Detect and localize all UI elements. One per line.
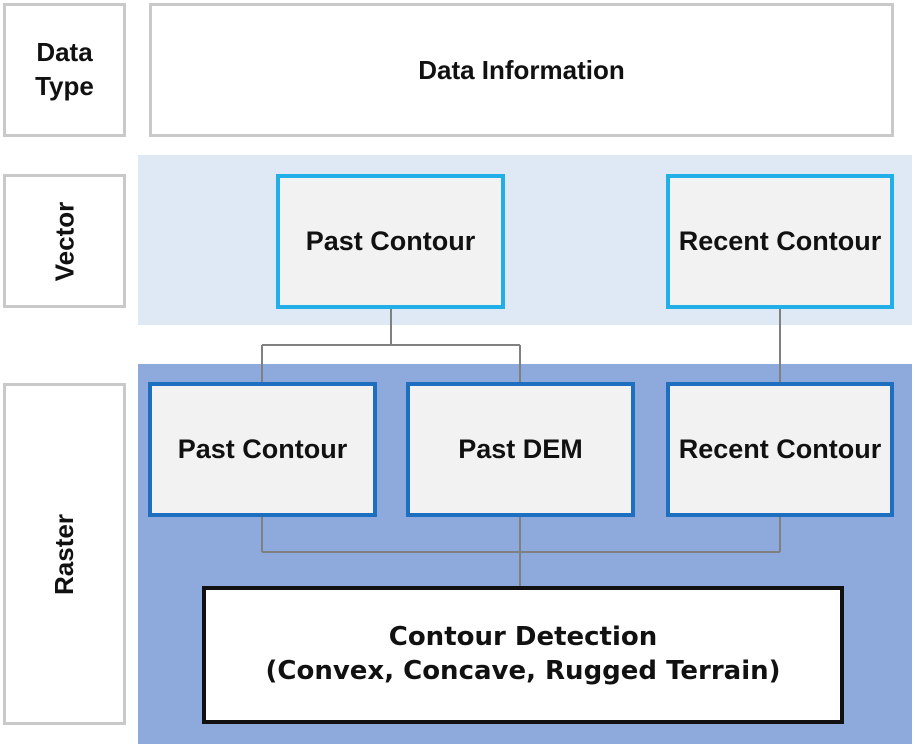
data-type-header: Data Type <box>3 3 126 137</box>
contour-detection-node: Contour Detection (Convex, Concave, Rugg… <box>202 586 844 724</box>
raster-past-dem-node: Past DEM <box>406 382 635 517</box>
vector-past-contour-label: Past Contour <box>305 226 476 256</box>
raster-past-contour-label: Past Contour <box>177 434 348 464</box>
vector-recent-contour-label: Recent Contour <box>678 226 882 256</box>
raster-past-dem-label: Past DEM <box>458 434 583 464</box>
data-type-line1: Data <box>36 37 93 68</box>
vector-recent-contour-node: Recent Contour <box>666 174 894 309</box>
data-type-line2: Type <box>35 71 94 101</box>
data-information-header: Data Information <box>149 3 894 137</box>
raster-recent-contour-label: Recent Contour <box>678 434 882 464</box>
vector-past-contour-node: Past Contour <box>276 174 505 309</box>
contour-detection-title: Contour Detection <box>388 622 658 653</box>
raster-past-contour-node: Past Contour <box>148 382 377 517</box>
raster-row-label: Raster <box>3 383 126 725</box>
vector-row-label: Vector <box>3 174 126 308</box>
contour-detection-subtitle: (Convex, Concave, Rugged Terrain) <box>265 656 781 686</box>
data-information-label: Data Information <box>418 54 625 85</box>
raster-recent-contour-node: Recent Contour <box>666 382 894 517</box>
